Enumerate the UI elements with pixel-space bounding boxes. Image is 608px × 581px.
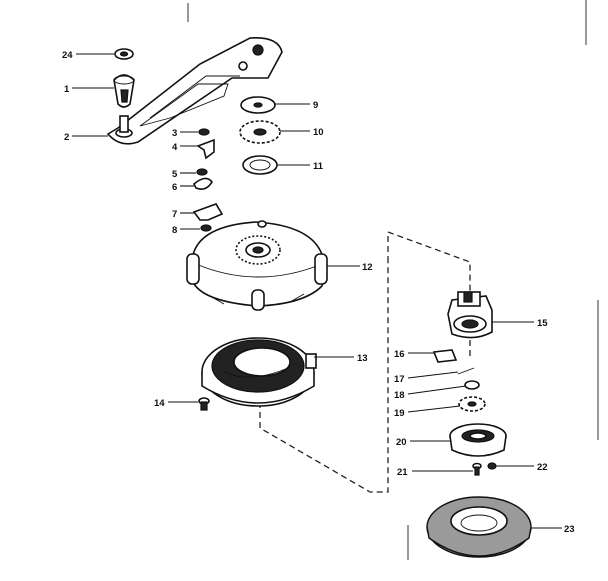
callout-13: 13 xyxy=(357,353,368,364)
callout-16: 16 xyxy=(394,349,405,360)
part-18-washer xyxy=(464,380,480,390)
callout-12: 12 xyxy=(362,262,373,273)
part-11-ring xyxy=(242,155,278,175)
callout-24: 24 xyxy=(62,50,73,61)
part-16-pawl xyxy=(432,349,458,363)
callout-15: 15 xyxy=(537,318,548,329)
part-7-pawl xyxy=(192,203,224,221)
callout-4: 4 xyxy=(172,142,178,153)
callout-14: 14 xyxy=(154,398,165,409)
part-6-spring-clip xyxy=(193,177,213,190)
part-23-screen xyxy=(426,496,532,558)
assembly-dashed-line xyxy=(259,231,471,493)
part-14-screw xyxy=(198,397,210,411)
callout-22: 22 xyxy=(537,462,548,473)
callout-5: 5 xyxy=(172,169,178,180)
callout-6: 6 xyxy=(172,182,177,193)
part-5-washer xyxy=(196,168,208,176)
callout-9: 9 xyxy=(313,100,318,111)
part-10-gear xyxy=(239,120,281,144)
part-22-screw xyxy=(487,462,497,470)
part-8-washer xyxy=(200,224,212,232)
part-4-clip xyxy=(196,138,215,160)
callout-1: 1 xyxy=(64,84,70,95)
callout-21: 21 xyxy=(397,467,408,478)
part-19-retainer xyxy=(458,396,486,412)
callout-20: 20 xyxy=(396,437,407,448)
callout-19: 19 xyxy=(394,408,405,419)
part-3-washer xyxy=(198,128,210,136)
part-17-spring xyxy=(457,367,475,375)
part-20-cup xyxy=(449,423,507,457)
part-2-lever-arm xyxy=(106,36,283,145)
callout-18: 18 xyxy=(394,390,405,401)
callout-17: 17 xyxy=(394,374,405,385)
part-12-housing xyxy=(186,220,328,311)
callout-8: 8 xyxy=(172,225,177,236)
part-21-screw xyxy=(472,462,482,476)
part-9-flat-washer xyxy=(240,96,276,114)
part-1-knob xyxy=(113,74,135,108)
callout-7: 7 xyxy=(172,209,177,220)
callout-23: 23 xyxy=(564,524,575,535)
part-24-washer xyxy=(114,48,134,60)
callout-11: 11 xyxy=(313,161,324,172)
callout-10: 10 xyxy=(313,127,324,138)
part-13-pulley-spring xyxy=(201,337,317,407)
callout-3: 3 xyxy=(172,128,177,139)
part-15-starter-cup xyxy=(447,291,493,339)
leader-lines xyxy=(72,53,562,529)
callout-2: 2 xyxy=(64,132,69,143)
